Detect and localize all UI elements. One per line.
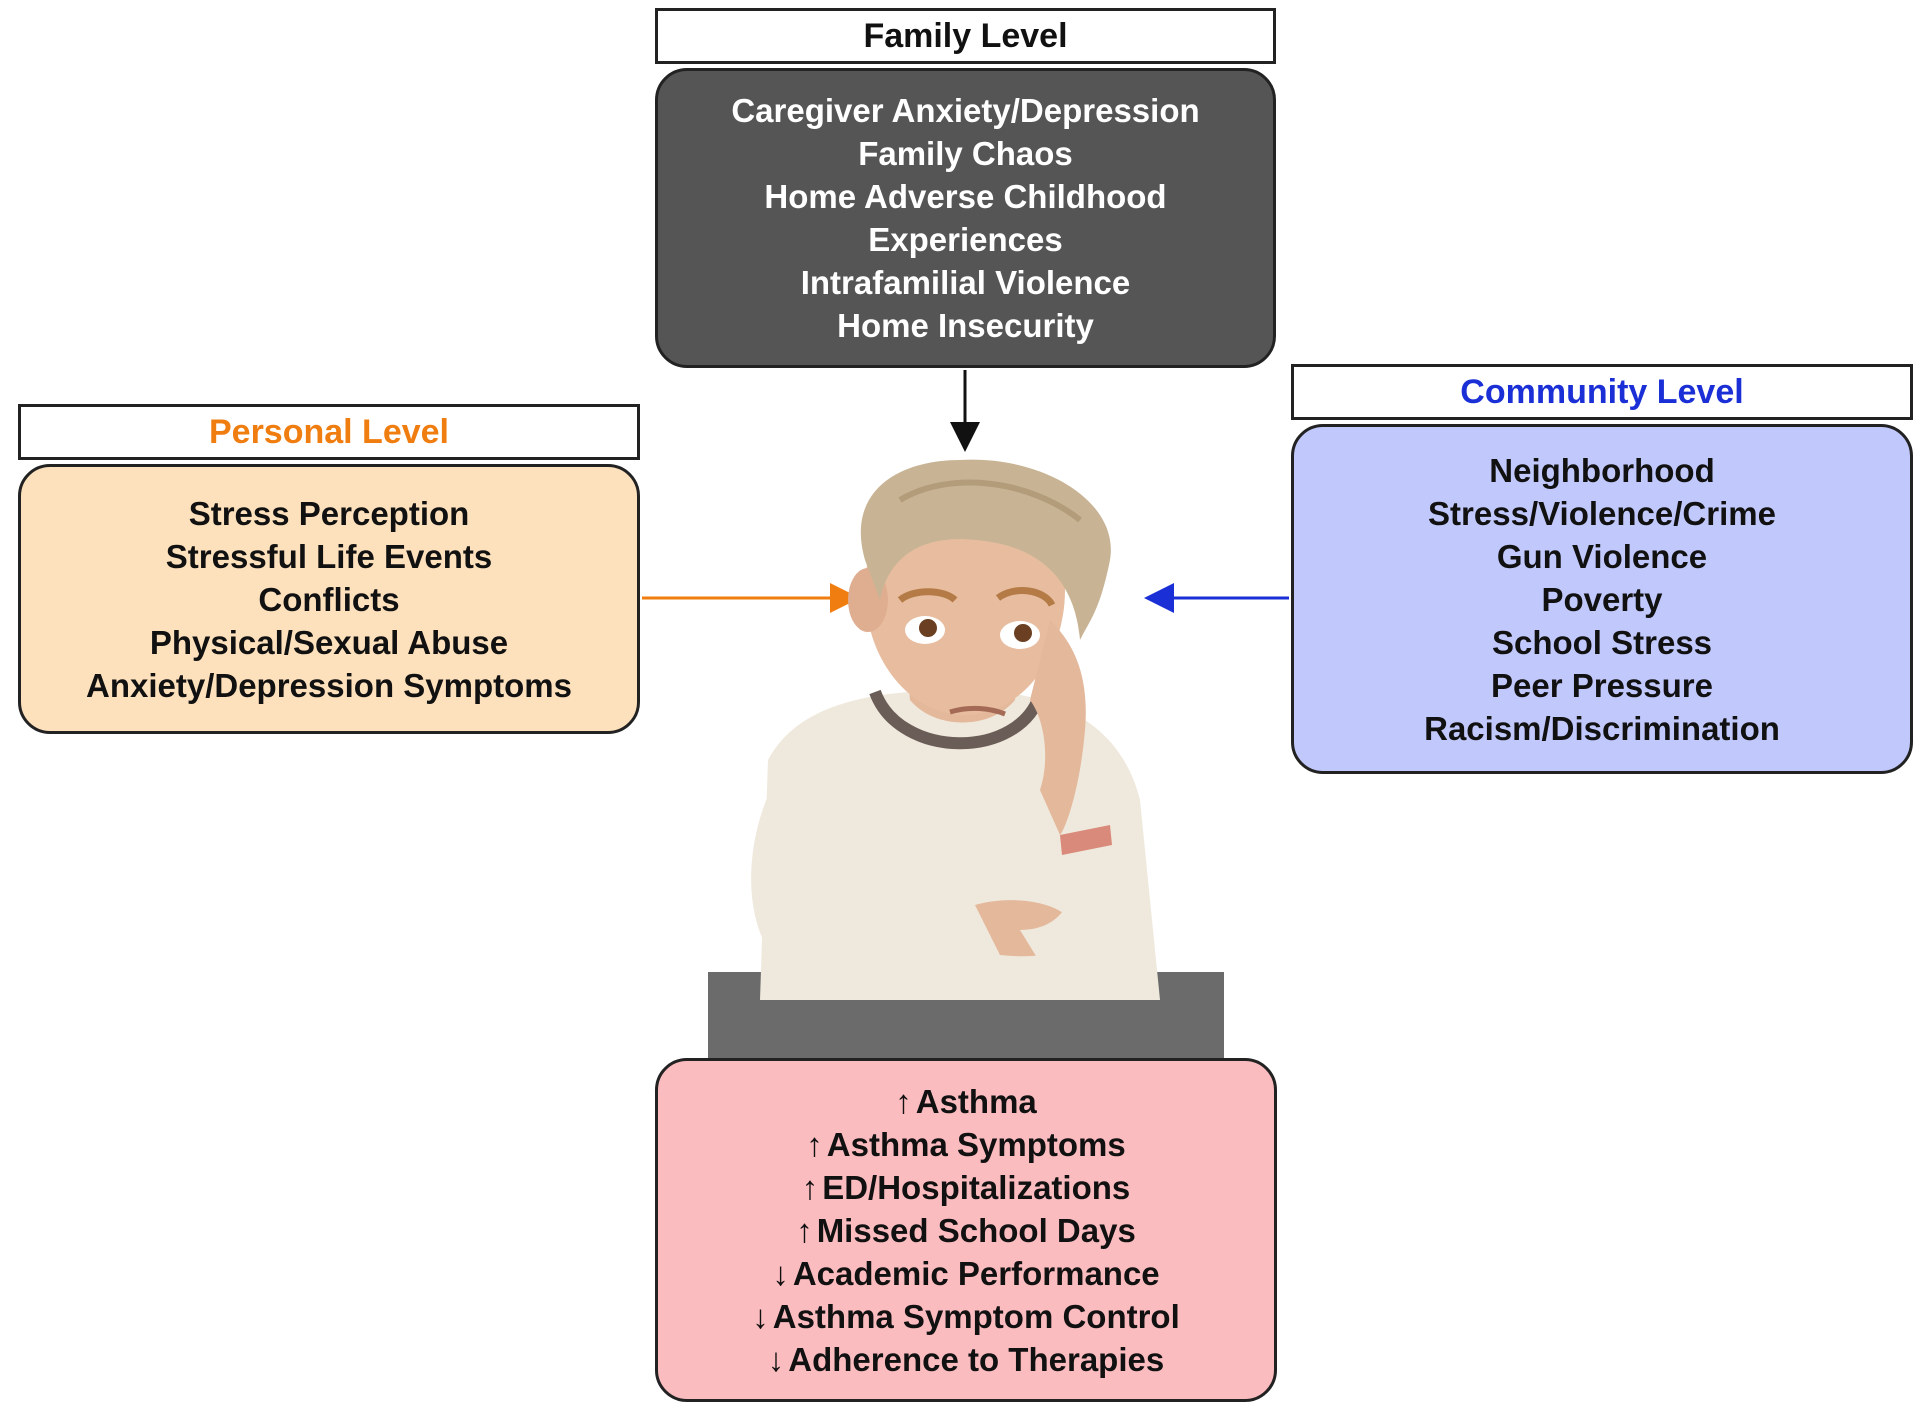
outcome-item: ↑Asthma <box>895 1080 1037 1123</box>
asthma-outcomes-panel: ↑Asthma ↑Asthma Symptoms ↑ED/Hospitaliza… <box>655 1058 1277 1402</box>
outcome-label: Missed School Days <box>816 1211 1136 1249</box>
family-item: Family Chaos <box>858 135 1073 172</box>
personal-item: Stress Perception <box>188 494 470 532</box>
thinking-boy-illustration <box>708 459 1224 1060</box>
personal-item: Stressful Life Events <box>165 537 493 575</box>
community-item: Peer Pressure <box>1491 666 1713 704</box>
community-item: Stress/Violence/Crime <box>1428 494 1776 532</box>
outcome-item: ↓Academic Performance <box>772 1252 1159 1295</box>
outcome-label: Asthma Symptoms <box>826 1125 1126 1163</box>
outcome-item: ↑Asthma Symptoms <box>806 1123 1125 1166</box>
outcome-label: Adherence to Therapies <box>788 1340 1165 1378</box>
decrease-arrow-icon: ↓ <box>767 1340 785 1378</box>
outcome-label: Asthma <box>915 1082 1037 1120</box>
increase-arrow-icon: ↑ <box>801 1168 819 1206</box>
community-item: Poverty <box>1541 580 1663 618</box>
family-item: Intrafamilial Violence <box>800 264 1131 301</box>
personal-item: Anxiety/Depression Symptoms <box>86 666 572 704</box>
left-arm <box>751 780 1010 965</box>
community-item: Racism/Discrimination <box>1424 709 1780 747</box>
personal-item: Physical/Sexual Abuse <box>149 623 509 661</box>
outcome-label: Asthma Symptom Control <box>772 1297 1180 1335</box>
decrease-arrow-icon: ↓ <box>752 1297 769 1335</box>
outcome-label: Academic Performance <box>792 1254 1160 1292</box>
community-item: Gun Violence <box>1496 537 1708 575</box>
thinking-hand <box>1030 620 1086 835</box>
family-item: Home Adverse Childhood <box>764 178 1167 215</box>
community-item: School Stress <box>1491 623 1713 661</box>
personal-item: Conflicts <box>258 580 400 618</box>
family-item: Caregiver Anxiety/Depression <box>731 92 1200 129</box>
family-item: Experiences <box>868 221 1063 258</box>
outcome-label: ED/Hospitalizations <box>822 1168 1131 1206</box>
personal-level-panel: Stress Perception Stressful Life Events … <box>18 464 640 734</box>
outcome-item: ↑ED/Hospitalizations <box>802 1166 1131 1209</box>
community-level-title: Community Level <box>1291 364 1913 420</box>
increase-arrow-icon: ↑ <box>796 1211 813 1249</box>
outcome-item: ↑Missed School Days <box>796 1209 1136 1252</box>
hair <box>860 459 1111 640</box>
community-level-panel: Neighborhood Stress/Violence/Crime Gun V… <box>1291 424 1913 774</box>
outcome-item: ↓Asthma Symptom Control <box>752 1295 1180 1338</box>
outcome-item: ↓Adherence to Therapies <box>768 1338 1164 1381</box>
family-level-title: Family Level <box>655 8 1276 64</box>
family-item: Home Insecurity <box>837 307 1094 344</box>
increase-arrow-icon: ↑ <box>895 1082 912 1120</box>
increase-arrow-icon: ↑ <box>806 1125 823 1163</box>
decrease-arrow-icon: ↓ <box>772 1254 789 1292</box>
family-level-panel: Caregiver Anxiety/Depression Family Chao… <box>655 68 1276 368</box>
community-item: Neighborhood <box>1489 451 1715 489</box>
personal-level-title: Personal Level <box>18 404 640 460</box>
